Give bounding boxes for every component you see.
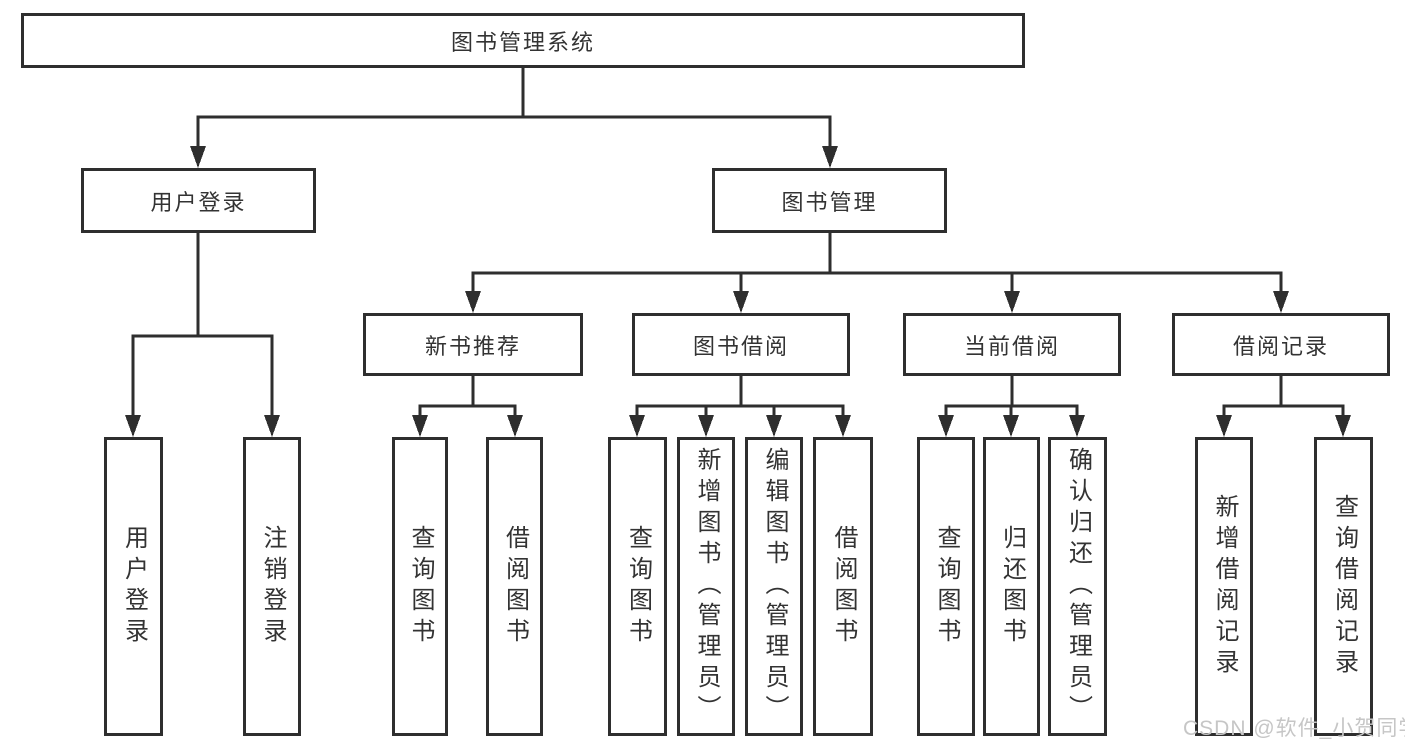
arrowhead [507, 415, 523, 437]
leaf-add-books-admin-label: 新增图书（管理员） [693, 447, 720, 726]
arrowhead [412, 415, 428, 437]
leaf-return-books-label: 归还图书 [998, 524, 1026, 649]
leaf-query-books-2: 查询图书 [608, 437, 667, 736]
arrowhead [1003, 415, 1019, 437]
connector-book-management-to-level3 [465, 232, 1289, 313]
leaf-query-books-1: 查询图书 [392, 437, 448, 736]
node-current-borrow-label: 当前借阅 [963, 333, 1060, 359]
connector-root-to-level2 [190, 68, 838, 168]
node-book-management: 图书管理 [712, 168, 947, 233]
leaf-confirm-return-admin: 确认归还（管理员） [1048, 437, 1107, 736]
connector-borrow-records-to-leaves [1216, 375, 1351, 437]
connector-new-book-recommend-to-leaves [412, 375, 523, 437]
leaf-user-login-label: 用户登录 [120, 524, 148, 649]
node-new-book-recommend-label: 新书推荐 [424, 333, 521, 359]
node-root-label: 图书管理系统 [450, 29, 595, 55]
node-root-system: 图书管理系统 [21, 13, 1025, 68]
node-current-borrow: 当前借阅 [903, 313, 1121, 376]
leaf-query-books-3-label: 查询图书 [933, 524, 960, 649]
arrowhead [1335, 415, 1351, 437]
leaf-query-books-3: 查询图书 [917, 437, 975, 736]
arrowhead [629, 415, 645, 437]
leaf-edit-books-admin: 编辑图书（管理员） [745, 437, 803, 736]
connector-book-borrow-to-leaves [629, 375, 851, 437]
arrowhead [465, 291, 481, 313]
leaf-borrow-books-2-label: 借阅图书 [830, 524, 857, 649]
leaf-add-borrow-record-label: 新增借阅记录 [1211, 493, 1238, 680]
leaf-query-borrow-record-label: 查询借阅记录 [1330, 493, 1358, 680]
node-borrow-records: 借阅记录 [1172, 313, 1390, 376]
arrowhead [1273, 291, 1289, 313]
leaf-query-books-1-label: 查询图书 [407, 524, 434, 649]
node-book-management-label: 图书管理 [781, 189, 878, 215]
connector-user-login-to-leaves [125, 232, 280, 437]
leaf-borrow-books-2: 借阅图书 [813, 437, 873, 736]
node-borrow-records-label: 借阅记录 [1232, 333, 1329, 359]
arrowhead [264, 415, 280, 437]
csdn-watermark: CSDN @软件_小贺同学 [1183, 717, 1405, 740]
leaf-logout-label: 注销登录 [259, 524, 286, 649]
leaf-add-books-admin: 新增图书（管理员） [677, 437, 735, 736]
node-book-borrow-label: 图书借阅 [692, 333, 789, 359]
leaf-borrow-books-1: 借阅图书 [486, 437, 543, 736]
arrowhead [822, 146, 838, 168]
node-user-login: 用户登录 [81, 168, 316, 233]
arrowhead [190, 146, 206, 168]
leaf-user-login: 用户登录 [104, 437, 163, 736]
leaf-borrow-books-1-label: 借阅图书 [501, 524, 529, 649]
leaf-query-borrow-record: 查询借阅记录 [1314, 437, 1373, 736]
leaf-add-borrow-record: 新增借阅记录 [1195, 437, 1253, 736]
node-new-book-recommend: 新书推荐 [363, 313, 583, 376]
arrowhead [1004, 291, 1020, 313]
arrowhead [733, 291, 749, 313]
leaf-return-books: 归还图书 [983, 437, 1040, 736]
arrowhead [1069, 415, 1085, 437]
arrowhead [698, 415, 714, 437]
leaf-query-books-2-label: 查询图书 [624, 524, 652, 649]
leaf-edit-books-admin-label: 编辑图书（管理员） [761, 447, 788, 726]
leaf-logout: 注销登录 [243, 437, 301, 736]
arrowhead [938, 415, 954, 437]
arrowhead [835, 415, 851, 437]
node-user-login-label: 用户登录 [150, 189, 247, 215]
arrowhead [1216, 415, 1232, 437]
connector-current-borrow-to-leaves [938, 375, 1085, 437]
node-book-borrow: 图书借阅 [632, 313, 850, 376]
arrowhead [766, 415, 782, 437]
arrowhead [125, 415, 141, 437]
leaf-confirm-return-admin-label: 确认归还（管理员） [1064, 447, 1092, 726]
